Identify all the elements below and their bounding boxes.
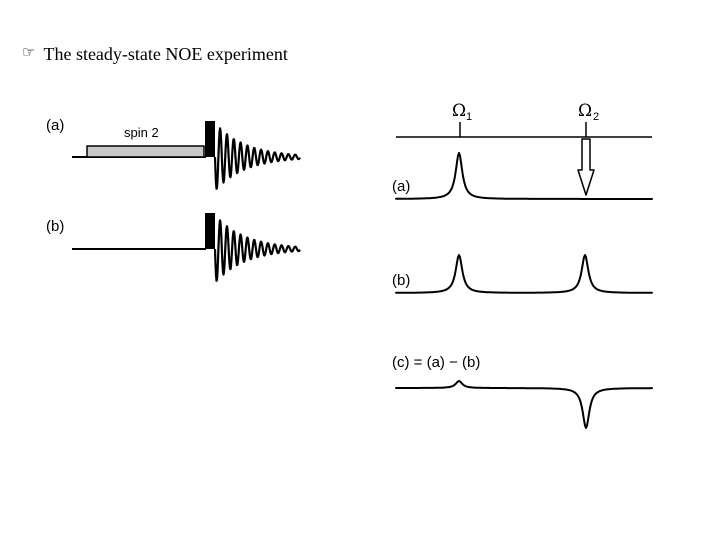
omega2-symbol: Ω [578,101,592,121]
pulse-b [205,213,215,249]
sequence-a-label: (a) [46,117,64,134]
spectrum-c-trace [395,380,653,429]
spectrum-b-label: (b) [392,272,410,289]
slide-title: ☞ The steady-state NOE experiment [22,44,288,65]
pulse-a [205,121,215,157]
spectrum-c-label: (c) = (a) − (b) [392,354,480,371]
saturation-label: spin 2 [124,125,159,140]
spectrum-a: (a) [392,152,653,200]
fid-a [213,127,301,190]
omega1-subscript: 1 [466,111,472,123]
sequence-b-label: (b) [46,218,64,235]
spectrum-b: (b) [392,254,653,294]
pointing-hand-icon: ☞ [22,45,36,61]
omega1-symbol: Ω [452,101,466,121]
fid-b [213,219,301,282]
spectrum-b-trace [395,254,653,294]
omega2-subscript: 2 [593,111,599,123]
pulse-sequence-b: (b) [46,213,301,282]
spectrum-a-label: (a) [392,178,410,195]
slide-title-text: The steady-state NOE experiment [43,44,288,64]
spectrum-a-trace [395,152,653,200]
pulse-sequence-a: (a) spin 2 [46,117,301,190]
saturation-arrow-icon [577,138,595,196]
frequency-axis: Ω 1 Ω 2 [396,101,652,138]
spectrum-c: (c) = (a) − (b) [392,354,653,429]
saturation-block [86,145,205,158]
